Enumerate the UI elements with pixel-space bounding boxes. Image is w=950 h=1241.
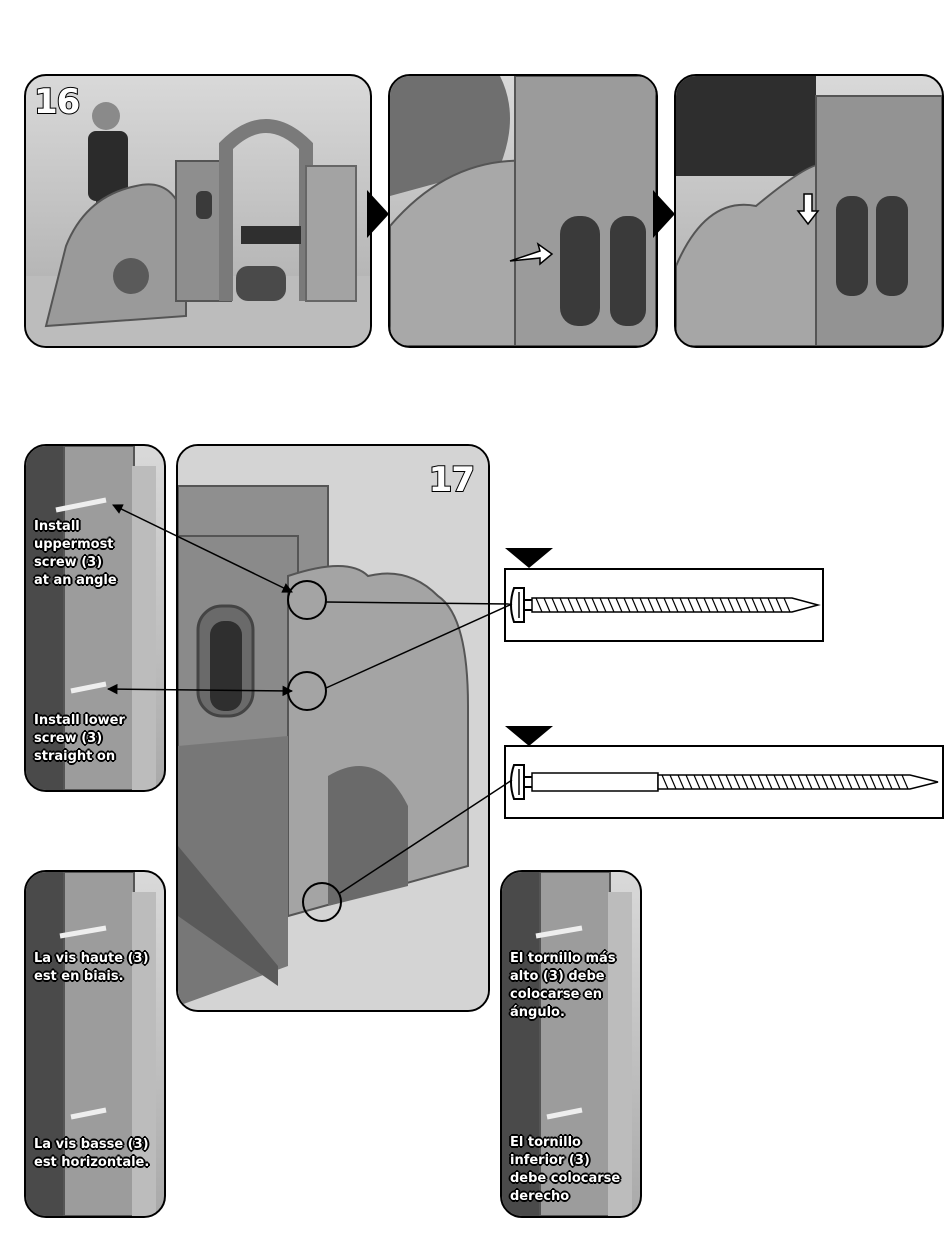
step16-photo-closeup-slide [388, 74, 658, 348]
caption-lower-screw-fr: La vis basse (3) est horizontale. [34, 1136, 149, 1172]
caption-lower-screw-es: El tornillo inferior (3) debe colocarse … [510, 1134, 620, 1206]
part-marker-icon [505, 548, 553, 568]
step-number-16: 16 [34, 82, 79, 122]
caption-upper-screw-fr: La vis haute (3) est en biais. [34, 950, 149, 986]
long-screw-part-box [504, 745, 944, 819]
screw-long-icon [506, 747, 942, 817]
panel-drop-down-illustration [676, 76, 942, 346]
caption-upper-screw-es: El tornillo más alto (3) debe colocarse … [510, 950, 616, 1022]
inset-spanish-screw-positions: El tornillo más alto (3) debe colocarse … [500, 870, 642, 1218]
inset-french-screw-positions: La vis haute (3) est en biais. La vis ba… [24, 870, 166, 1218]
step16-photo-closeup-drop [674, 74, 944, 348]
step16-photo-assembly: 16 [24, 74, 372, 348]
inset-english-screw-positions: Install uppermost screw (3) at an angle … [24, 444, 166, 792]
screw-short-icon [506, 570, 822, 640]
panel-slide-in-illustration [390, 76, 656, 346]
flow-arrow-icon [367, 190, 389, 238]
part-marker-icon [505, 726, 553, 746]
step17-photo-main: 17 [176, 444, 490, 1012]
tower-panel-attachment-illustration [178, 446, 488, 1010]
short-screw-part-box [504, 568, 824, 642]
flow-arrow-icon [653, 190, 675, 238]
caption-upper-screw-en: Install uppermost screw (3) at an angle [34, 518, 117, 590]
caption-lower-screw-en: Install lower screw (3) straight on [34, 712, 125, 766]
step-number-17: 17 [429, 460, 474, 500]
